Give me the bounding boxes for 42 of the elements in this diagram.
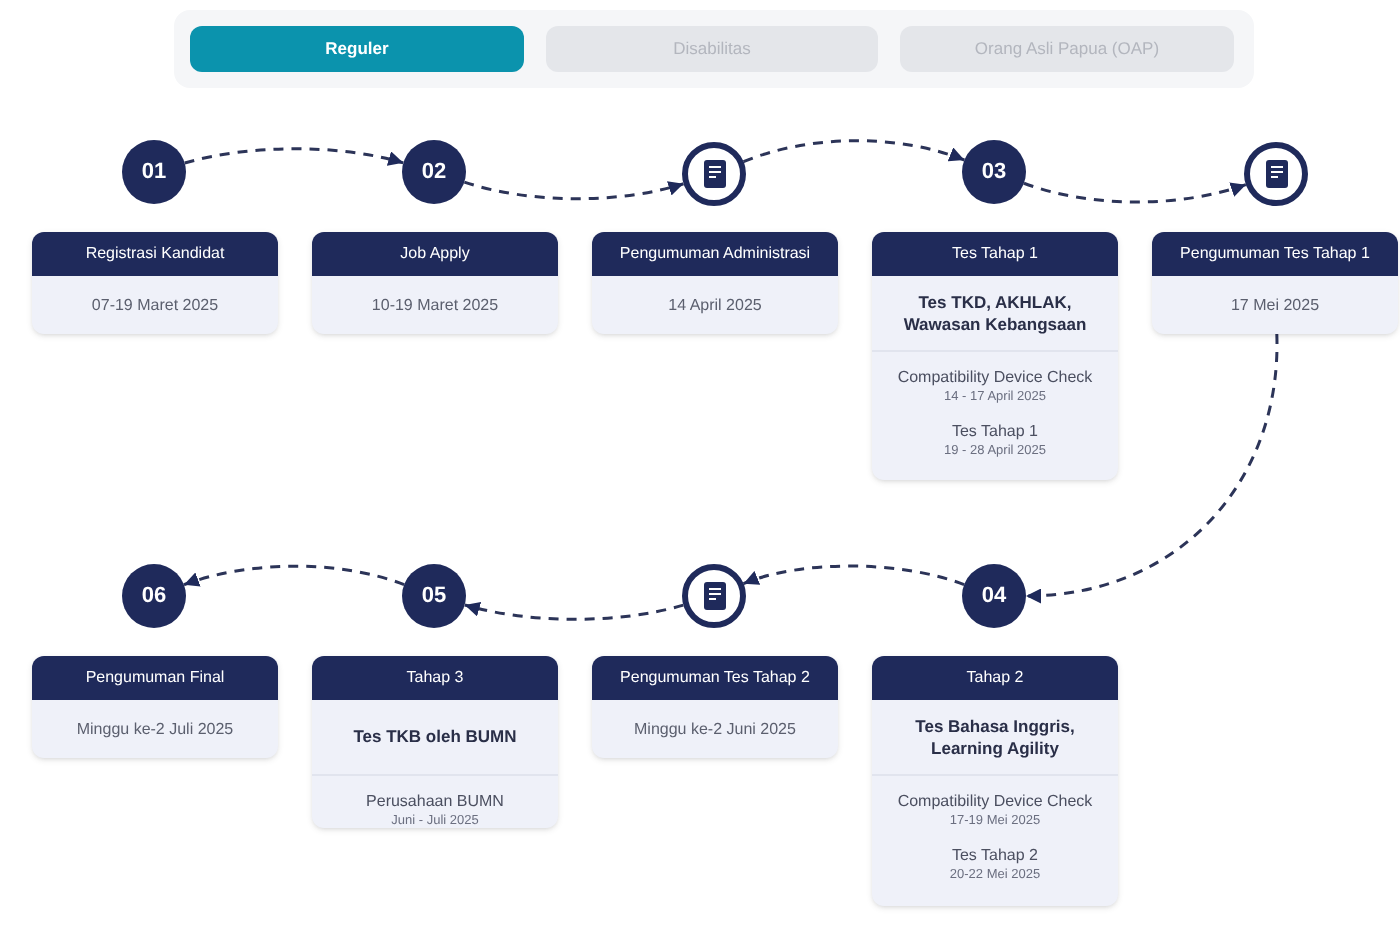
step-card [312,656,558,828]
step-card [592,232,838,334]
card-header: Pengumuman Administrasi [592,232,838,276]
card-header: Tes Tahap 1 [872,232,1118,276]
activity-name: Perusahaan BUMN [366,790,504,812]
card-header: Pengumuman Tes Tahap 1 [1152,232,1398,276]
step-card [872,656,1118,906]
test-name: Tes TKB oleh BUMN [353,726,517,748]
date-text: 10-19 Maret 2025 [371,295,499,315]
date-text: 07-19 Maret 2025 [91,295,219,315]
step-card [1152,232,1398,334]
dashed-arrow [463,180,684,201]
dashed-arrow [743,564,965,586]
dashed-arrow [1025,333,1279,603]
step-card [312,232,558,334]
dashed-arrow [183,564,405,588]
dashed-arrow [743,139,965,164]
date-text: Minggu ke-2 Juli 2025 [76,719,234,739]
card-header: Registrasi Kandidat [32,232,278,276]
date-text: Minggu ke-2 Juni 2025 [634,719,796,739]
dashed-arrow [464,601,684,621]
card-header: Job Apply [312,232,558,276]
step-card [32,232,278,334]
activity-name: Tes Tahap 2 [951,844,1038,866]
step-card [32,656,278,758]
dashed-arrow [1023,181,1247,204]
date-text: 14 April 2025 [668,295,762,315]
date-text: 17 Mei 2025 [1230,295,1320,315]
card-header: Tahap 2 [872,656,1118,700]
tab-bar [174,10,1254,88]
test-name: Tes TKD, AKHLAK, Wawasan Kebangsaan [901,291,1089,335]
test-name: Tes Bahasa Inggris, Learning Agility [913,715,1077,759]
step-card [592,656,838,758]
activity-name: Compatibility Device Check [897,366,1093,388]
activity-name: Compatibility Device Check [897,790,1093,812]
step-card [872,232,1118,480]
dashed-arrow [184,147,404,167]
card-header: Pengumuman Tes Tahap 2 [592,656,838,700]
card-header: Tahap 3 [312,656,558,700]
card-header: Pengumuman Final [32,656,278,700]
tab: Reguler [190,26,524,72]
activity-name: Tes Tahap 1 [951,420,1038,442]
